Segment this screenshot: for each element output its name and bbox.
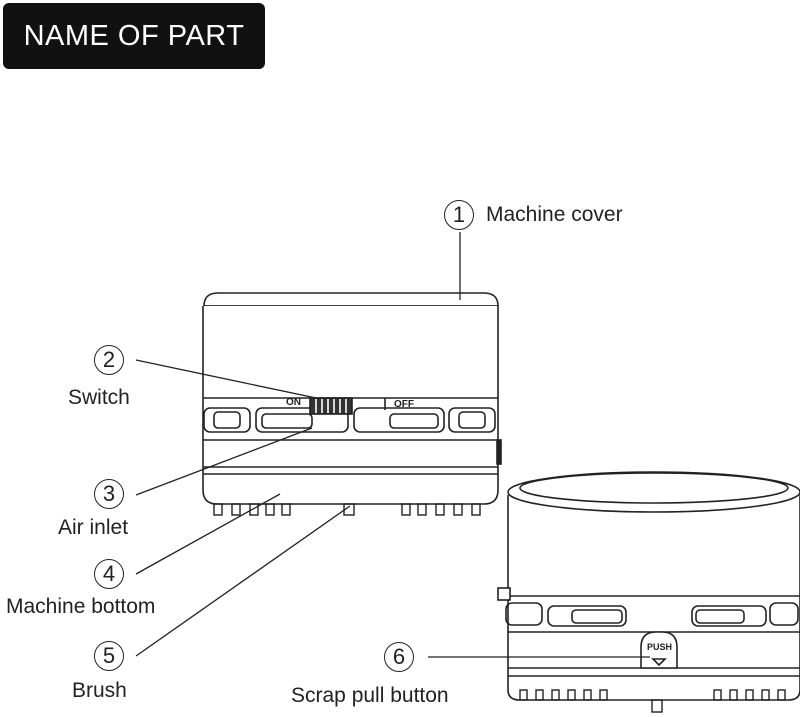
part-label-switch: Switch (68, 386, 130, 409)
vacuum-angle-view (497, 471, 800, 713)
part-label-brush: Brush (72, 679, 127, 702)
part-number-3: 3 (94, 479, 124, 509)
part-label-machine-cover: Machine cover (486, 203, 623, 226)
part-label-scrap-pull-button: Scrap pull button (291, 684, 449, 707)
part-number-4: 4 (94, 559, 124, 589)
part-label-machine-bottom: Machine bottom (6, 595, 156, 618)
switch-on-text: ON (286, 397, 301, 408)
part-number-2: 2 (94, 345, 124, 375)
push-button-text: PUSH (647, 642, 673, 652)
part-number-6: 6 (384, 642, 414, 672)
vacuum-front-view (202, 292, 502, 516)
leader-lines (135, 232, 650, 658)
part-number-5: 5 (94, 641, 124, 671)
section-title: NAME OF PART (3, 3, 265, 69)
part-label-air-inlet: Air inlet (58, 516, 129, 539)
part-number-1: 1 (444, 200, 474, 230)
switch-off-text: OFF (394, 399, 414, 410)
